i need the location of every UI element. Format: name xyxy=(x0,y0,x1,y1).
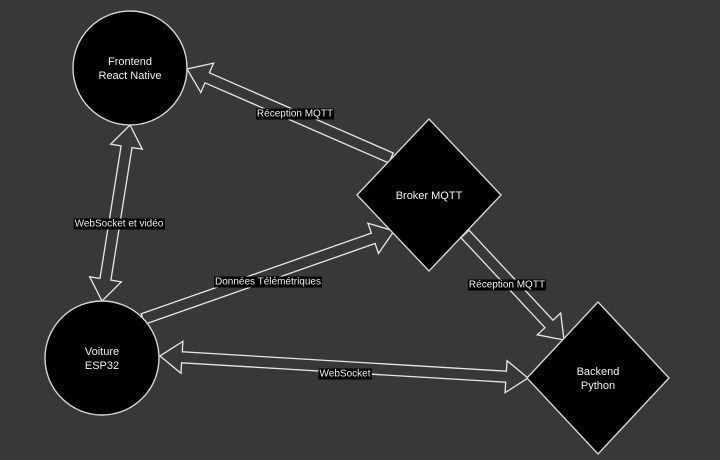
edge-label-text: WebSocket et vidéo xyxy=(75,219,164,230)
edge-label-text: Réception MQTT xyxy=(257,109,333,120)
arrow-voiture-frontend[interactable] xyxy=(88,123,144,303)
edge-label-background xyxy=(318,368,372,380)
frontend-label-line: Frontend xyxy=(108,56,152,68)
edge-broker-frontend[interactable] xyxy=(185,62,395,164)
edge-label-voiture-broker: Données Télémétriques xyxy=(214,276,322,288)
labels-layer: Réception MQTT WebSocket et vidéoDonnées … xyxy=(73,108,547,380)
arrow-voiture-backend[interactable] xyxy=(158,340,530,394)
arrow-broker-frontend[interactable] xyxy=(185,62,395,164)
broker-diamond[interactable] xyxy=(356,117,502,273)
edge-label-voiture-frontend: WebSocket et vidéo xyxy=(73,218,165,230)
voiture-label-line: Voiture xyxy=(85,346,119,358)
edge-label-broker-backend: Réception MQTT xyxy=(467,279,547,291)
voiture-label-line: ESP32 xyxy=(85,360,119,372)
arrow-voiture-broker[interactable] xyxy=(140,222,396,326)
backend-diamond[interactable] xyxy=(526,300,670,456)
voiture-circle[interactable] xyxy=(44,300,160,416)
edge-label-background xyxy=(73,218,165,230)
edge-voiture-broker[interactable] xyxy=(140,222,396,326)
arrow-broker-backend[interactable] xyxy=(460,229,565,341)
edge-label-text: Réception MQTT xyxy=(469,280,545,291)
edge-label-background xyxy=(255,108,335,120)
edge-label-text: WebSocket xyxy=(320,369,371,380)
edge-broker-backend[interactable] xyxy=(460,229,565,341)
edge-label-voiture-backend: WebSocket xyxy=(318,368,372,380)
broker-label-line: Broker MQTT xyxy=(396,190,463,202)
backend-label-line: Backend xyxy=(577,366,620,378)
frontend-label-line: React Native xyxy=(99,70,162,82)
edge-label-background xyxy=(214,276,322,288)
edge-voiture-frontend[interactable] xyxy=(88,123,144,303)
edge-voiture-backend[interactable] xyxy=(158,340,530,394)
node-broker[interactable]: Broker MQTT xyxy=(356,117,502,273)
backend-label-line: Python xyxy=(581,380,615,392)
frontend-circle[interactable] xyxy=(72,10,188,126)
edge-label-background xyxy=(467,279,547,291)
edge-label-broker-frontend: Réception MQTT xyxy=(255,108,335,120)
edge-label-text: Données Télémétriques xyxy=(215,277,321,288)
